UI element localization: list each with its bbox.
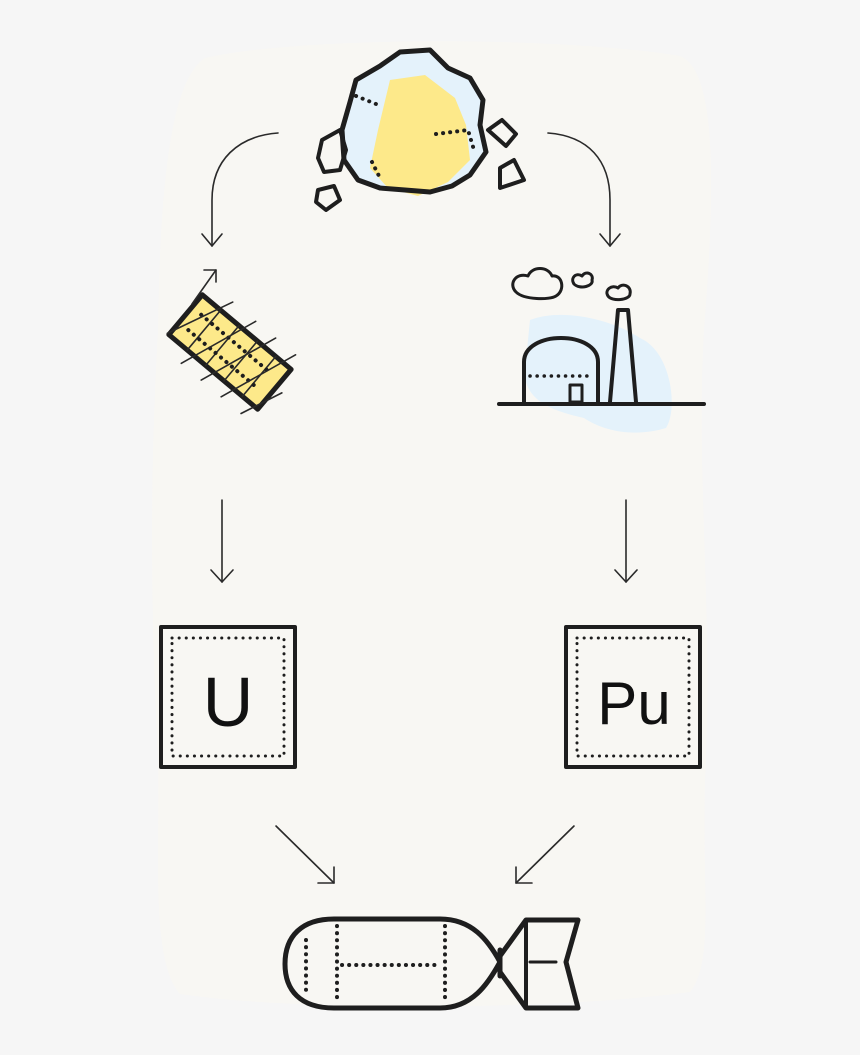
- arrow-plutonium-to-bomb: [515, 825, 575, 884]
- arrow-uranium-to-bomb: [275, 825, 335, 884]
- bomb-icon: [282, 916, 581, 1011]
- uranium-tile-icon: U: [159, 625, 297, 769]
- plutonium-symbol: Pu: [597, 670, 670, 737]
- arrow-ore-to-reactor: [547, 132, 621, 247]
- arrow-centrifuge-to-uranium: [210, 499, 234, 583]
- arrow-reactor-to-plutonium: [614, 499, 638, 583]
- arrow-ore-to-centrifuge: [201, 132, 279, 247]
- uranium-symbol: U: [203, 663, 254, 741]
- nuclear-reactor-icon: [497, 267, 706, 433]
- centrifuge-icon: [166, 269, 297, 415]
- ore-rock-icon: [314, 47, 526, 212]
- plutonium-tile-icon: Pu: [564, 625, 702, 769]
